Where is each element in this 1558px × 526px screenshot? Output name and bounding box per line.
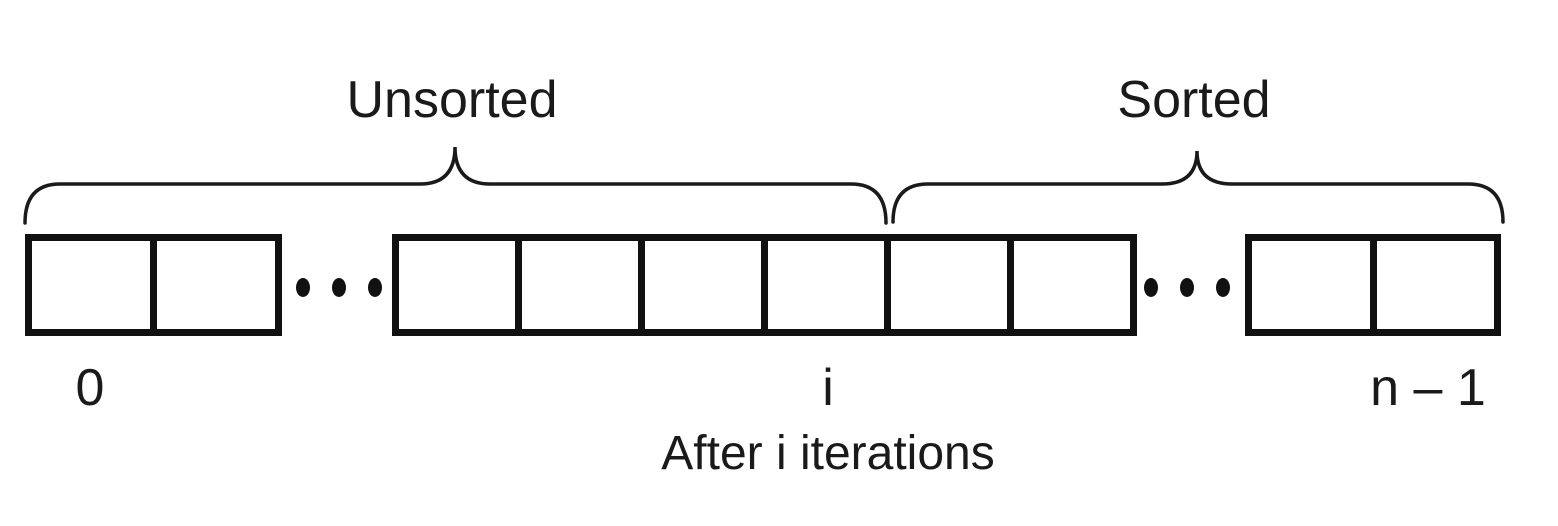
array-cell xyxy=(399,241,515,329)
unsorted-brace xyxy=(23,146,888,225)
array-cell xyxy=(1007,241,1130,329)
diagram-caption: After i iterations xyxy=(661,427,995,480)
array-cell xyxy=(1369,241,1495,329)
array-cell-group xyxy=(392,234,1137,336)
array-cell xyxy=(1252,241,1370,329)
sorted-brace xyxy=(891,150,1505,224)
array-cell xyxy=(515,241,638,329)
array-cell xyxy=(32,241,150,329)
array-cell-group xyxy=(25,234,282,336)
index-label-0: 0 xyxy=(75,359,105,417)
ellipsis-dot xyxy=(332,278,346,297)
ellipsis-dot xyxy=(1216,278,1230,297)
array-cell xyxy=(150,241,275,329)
ellipsis xyxy=(296,278,382,297)
ellipsis-dot xyxy=(1180,278,1194,297)
index-label-i: i xyxy=(822,359,834,417)
ellipsis-dot xyxy=(1144,278,1158,297)
ellipsis xyxy=(1144,278,1230,297)
ellipsis-dot xyxy=(368,278,382,297)
array-cell xyxy=(638,241,761,329)
sorted-region-label: Sorted xyxy=(1117,71,1271,129)
ellipsis-dot xyxy=(296,278,310,297)
unsorted-region-label: Unsorted xyxy=(346,71,558,129)
array-cell xyxy=(884,241,1007,329)
array-cell-group xyxy=(1245,234,1501,336)
index-label-n-minus-1: n – 1 xyxy=(1370,359,1486,417)
array-cell xyxy=(761,241,884,329)
